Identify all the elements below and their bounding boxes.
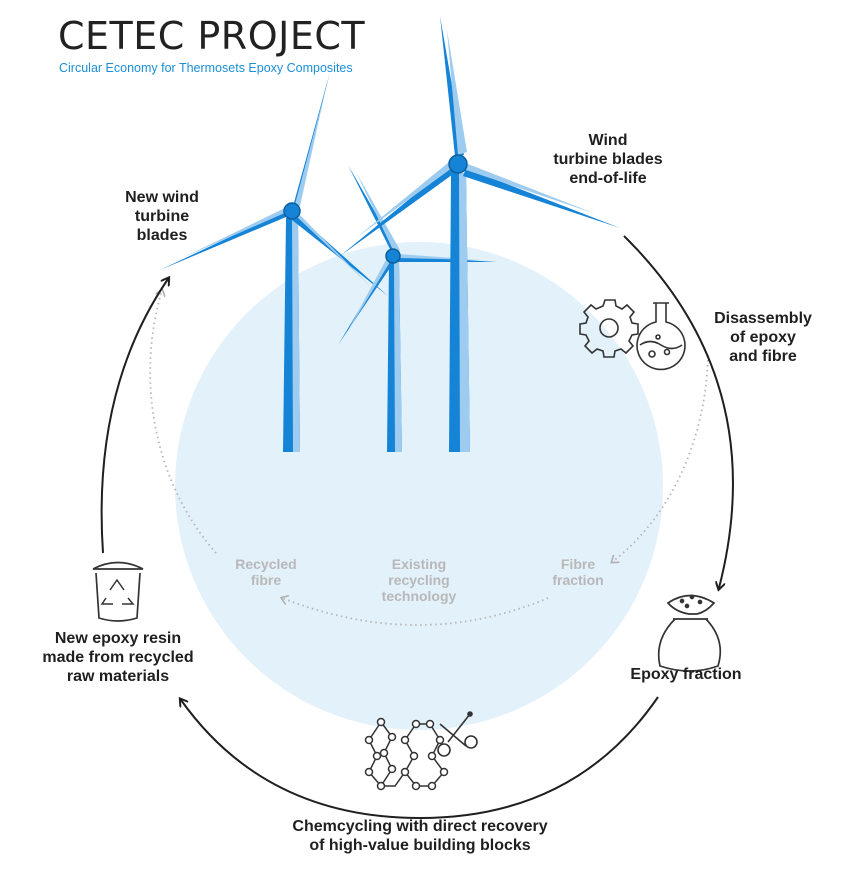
sack-icon bbox=[657, 594, 722, 672]
turbine-middle bbox=[338, 165, 497, 452]
gear-icon bbox=[579, 299, 639, 358]
flask-icon bbox=[636, 302, 686, 371]
arrow-endoflife-to-epoxy bbox=[623, 235, 734, 588]
label-end-of-life: Wind turbine blades end-of-life bbox=[553, 132, 663, 187]
label-existing-tech: Existing recycling technology bbox=[381, 556, 457, 604]
label-recycled-fibre: Recycled fibre bbox=[235, 556, 297, 588]
page-title: CETEC PROJECT bbox=[58, 14, 366, 58]
label-chemcycling: Chemcycling with direct recovery of high… bbox=[292, 818, 548, 854]
arrow-resin-to-new-blades bbox=[100, 279, 168, 554]
turbine-left bbox=[160, 72, 388, 452]
turbine-right bbox=[340, 16, 620, 452]
molecule-chain-icon bbox=[364, 717, 449, 791]
wind-turbine-icon bbox=[160, 16, 620, 452]
page-subtitle: Circular Economy for Thermosets Epoxy Co… bbox=[59, 61, 353, 75]
label-new-resin: New epoxy resin made from recycled raw m… bbox=[42, 630, 194, 685]
background-circle bbox=[175, 242, 663, 730]
label-new-blades: New wind turbine blades bbox=[125, 189, 199, 244]
scissors-icon bbox=[437, 711, 478, 757]
label-fibre-fraction: Fibre fraction bbox=[552, 556, 604, 588]
label-disassembly: Disassembly of epoxy and fibre bbox=[714, 310, 812, 365]
recycle-bucket-icon bbox=[92, 561, 144, 622]
arrow-epoxy-to-resin bbox=[181, 696, 659, 820]
existing-loop-arc-bottom bbox=[282, 598, 549, 626]
label-epoxy-fraction: Epoxy fraction bbox=[630, 666, 742, 683]
existing-loop-arc-left bbox=[149, 290, 217, 554]
